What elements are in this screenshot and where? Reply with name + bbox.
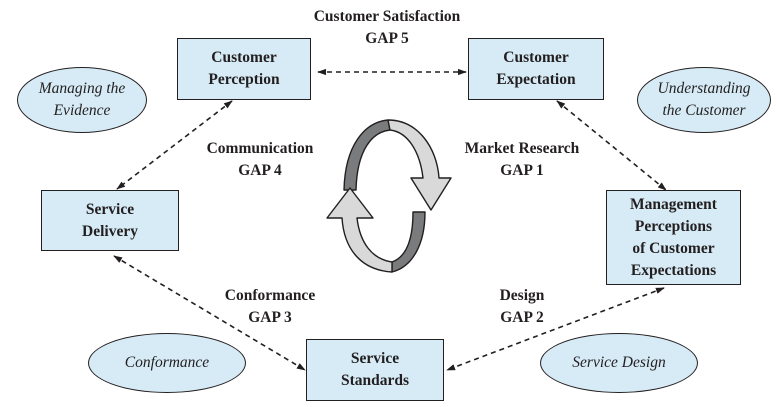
box-line: Perceptions xyxy=(634,217,713,235)
service-standards-box: Service Standards xyxy=(306,339,444,401)
oval-line: the Customer xyxy=(662,102,746,119)
gap3-label: Conformance GAP 3 xyxy=(200,285,340,329)
oval-line: Understanding xyxy=(657,80,751,97)
gap-title: Design xyxy=(499,287,545,304)
gap2-label: Design GAP 2 xyxy=(472,285,572,329)
box-line: of Customer xyxy=(632,239,715,257)
gap-number: GAP 3 xyxy=(248,309,292,326)
oval-line: Service Design xyxy=(572,354,666,371)
gap-title: Customer Satisfaction xyxy=(313,8,461,25)
gap2-arrow xyxy=(446,287,665,371)
box-line: Customer xyxy=(211,49,277,66)
gap1-arrow xyxy=(556,100,667,191)
box-line: Customer xyxy=(503,49,569,66)
service-design-oval: Service Design xyxy=(540,333,698,393)
box-line: Delivery xyxy=(82,222,138,240)
oval-line: Evidence xyxy=(53,102,111,119)
gap-number: GAP 4 xyxy=(238,162,282,179)
oval-line: Managing the xyxy=(38,80,126,97)
box-line: Expectations xyxy=(630,261,717,279)
gap-number: GAP 1 xyxy=(500,162,544,179)
service-delivery-box: Service Delivery xyxy=(41,190,179,251)
gap1-label: Market Research GAP 1 xyxy=(452,138,592,182)
gap-title: Communication xyxy=(206,140,314,157)
management-perceptions-box: Management Perceptions of Customer Expec… xyxy=(606,190,741,285)
box-line: Standards xyxy=(340,372,410,389)
box-line: Service xyxy=(350,350,400,367)
gap-title: Market Research xyxy=(464,140,580,157)
oval-line: Conformance xyxy=(124,354,210,371)
gap4-label: Communication GAP 4 xyxy=(190,138,330,182)
conformance-oval: Conformance xyxy=(88,333,246,393)
gap5-label: Customer Satisfaction GAP 5 xyxy=(287,6,487,50)
gap4-arrow xyxy=(116,100,233,190)
gap-number: GAP 5 xyxy=(365,30,409,47)
box-line: Management xyxy=(630,195,717,213)
gap-title: Conformance xyxy=(224,287,316,304)
cycle-arrows-icon xyxy=(326,119,452,273)
managing-evidence-oval: Managing the Evidence xyxy=(17,67,147,133)
gap3-arrow xyxy=(113,255,306,371)
customer-perception-box: Customer Perception xyxy=(177,38,311,100)
gap-number: GAP 2 xyxy=(500,309,544,326)
box-line: Expectation xyxy=(496,71,576,88)
customer-expectation-box: Customer Expectation xyxy=(468,38,604,100)
box-line: Service xyxy=(85,200,135,218)
understanding-customer-oval: Understanding the Customer xyxy=(637,67,771,133)
box-line: Perception xyxy=(208,71,280,88)
